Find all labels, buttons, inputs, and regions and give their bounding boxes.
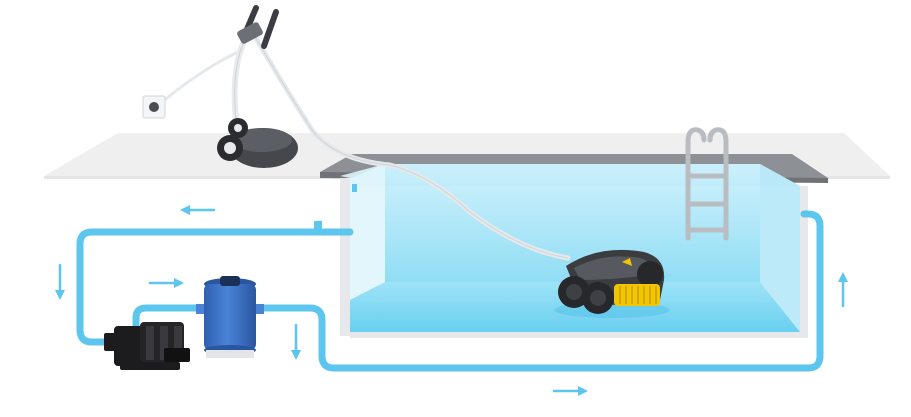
flow-arrow-right-up xyxy=(838,272,848,308)
flow-arrow-left-down xyxy=(55,263,65,300)
pool-robot-icon xyxy=(554,249,670,318)
power-socket-icon xyxy=(142,95,166,119)
sand-filter-icon xyxy=(196,276,264,358)
suction-pipe xyxy=(76,228,354,346)
return-pipe xyxy=(258,210,824,372)
pool-ladder-icon xyxy=(685,127,729,241)
flow-arrow-after-filter xyxy=(291,323,301,360)
flow-arrow-into-filter xyxy=(148,278,184,288)
flow-arrow-bottom xyxy=(552,386,588,396)
robot-caddy-icon xyxy=(217,5,298,168)
flow-arrow-top-left xyxy=(180,205,216,215)
flow-arrows xyxy=(55,205,848,396)
pool-pump-icon xyxy=(104,322,190,370)
